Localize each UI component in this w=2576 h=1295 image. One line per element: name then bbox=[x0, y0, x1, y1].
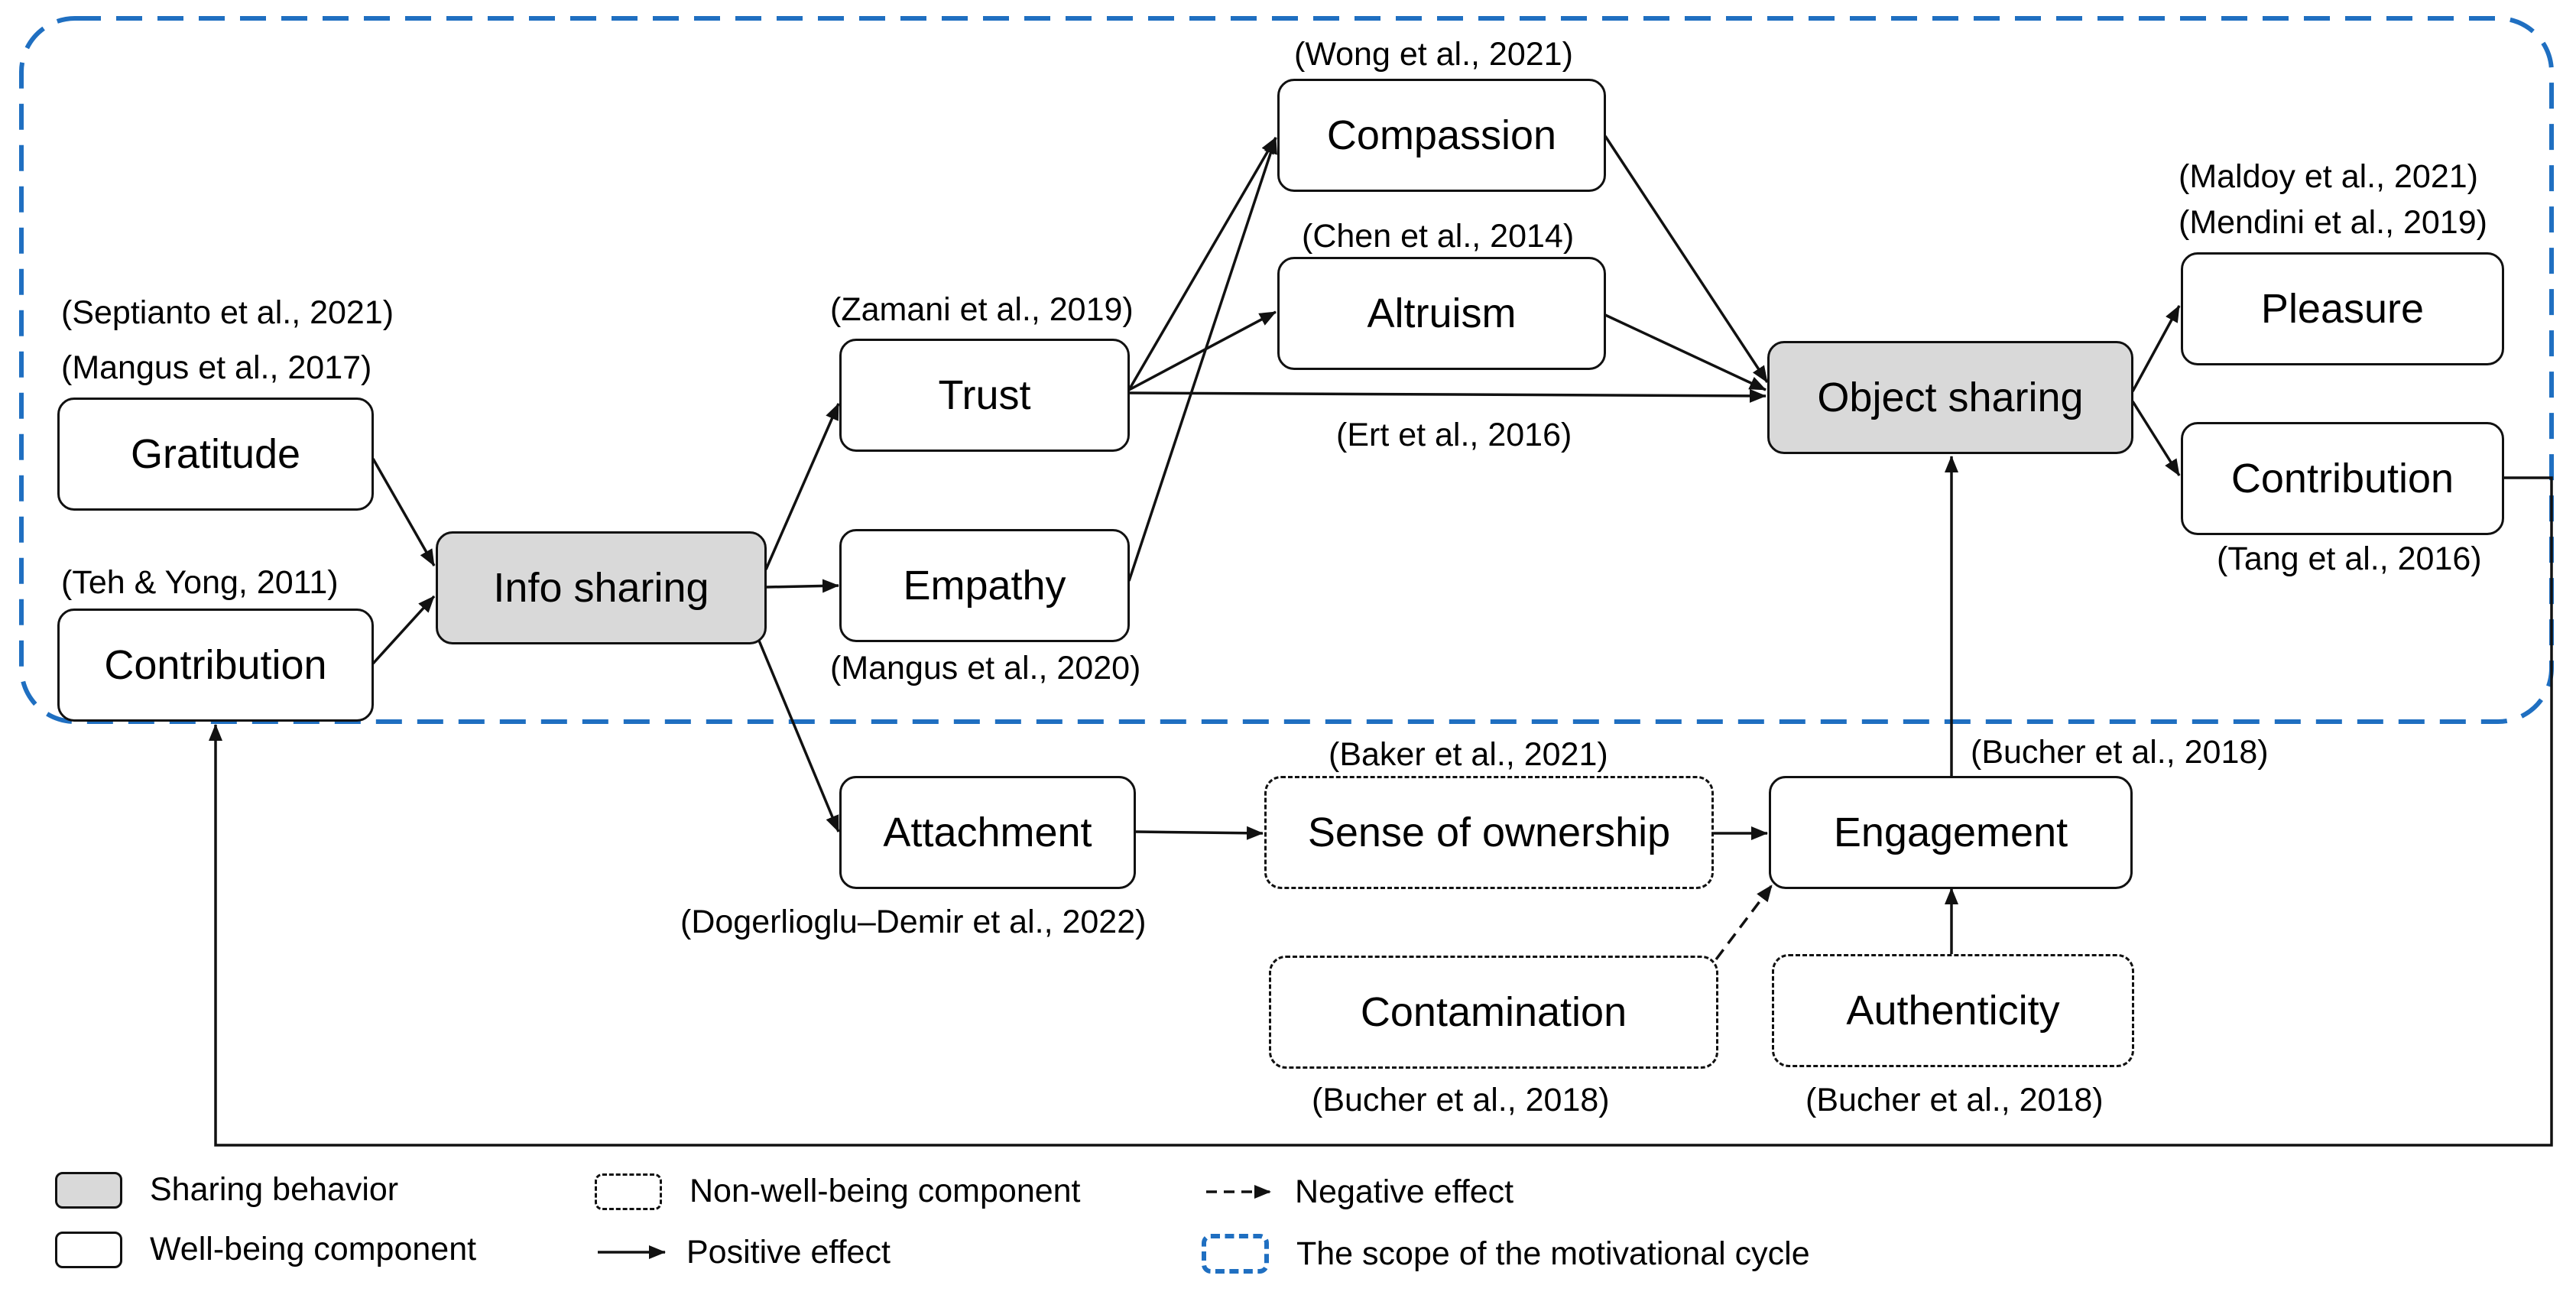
node-engagement: Engagement bbox=[1769, 776, 2133, 889]
citation-mendini: (Mendini et al., 2019) bbox=[2179, 204, 2487, 241]
legend-well-being-label: Well-being component bbox=[150, 1231, 477, 1267]
citation-mangus-2020: (Mangus et al., 2020) bbox=[830, 650, 1141, 686]
node-object-sharing: Object sharing bbox=[1767, 341, 2133, 454]
legend-sharing-behavior: Sharing behavior bbox=[55, 1171, 398, 1209]
citation-teh-yong: (Teh & Yong, 2011) bbox=[61, 564, 339, 601]
arrow-compassion-object bbox=[1604, 135, 1769, 383]
node-empathy: Empathy bbox=[839, 529, 1130, 642]
legend-scope: The scope of the motivational cycle bbox=[1202, 1234, 1810, 1274]
arrow-trust-altruism bbox=[1128, 310, 1277, 391]
node-gratitude: Gratitude bbox=[57, 398, 374, 511]
citation-tang: (Tang et al., 2016) bbox=[2217, 540, 2482, 577]
arrow-info-attachment bbox=[758, 640, 840, 832]
legend-non-well-being: Non-well-being component bbox=[595, 1173, 1081, 1210]
arrow-contamination-engagement bbox=[1715, 884, 1773, 961]
node-trust: Trust bbox=[839, 339, 1130, 452]
arrow-object-pleasure bbox=[2131, 305, 2181, 392]
arrow-trust-compassion bbox=[1127, 137, 1277, 391]
citation-wong: (Wong et al., 2021) bbox=[1294, 36, 1573, 73]
arrow-object-contribution bbox=[2131, 401, 2181, 476]
citation-bucher-engagement: (Bucher et al., 2018) bbox=[1971, 734, 2269, 771]
legend-dashed-box-icon bbox=[595, 1173, 662, 1210]
arrow-trust-object bbox=[1128, 388, 1767, 403]
legend-sharing-behavior-label: Sharing behavior bbox=[150, 1171, 399, 1208]
arrow-contribution-info bbox=[371, 595, 436, 665]
citation-bucher-contamination: (Bucher et al., 2018) bbox=[1312, 1082, 1610, 1118]
legend-positive-effect: Positive effect bbox=[686, 1234, 891, 1271]
legend-negative-effect: Negative effect bbox=[1295, 1173, 1513, 1211]
legend-positive-effect-label: Positive effect bbox=[686, 1234, 891, 1271]
node-info-sharing: Info sharing bbox=[436, 531, 767, 644]
legend-negative-effect-label: Negative effect bbox=[1295, 1173, 1514, 1210]
arrow-gratitude-info bbox=[371, 458, 436, 566]
legend-plain-box-icon bbox=[55, 1231, 122, 1268]
citation-zamani: (Zamani et al., 2019) bbox=[830, 291, 1134, 328]
citation-baker: (Baker et al., 2021) bbox=[1329, 736, 1608, 773]
legend-well-being: Well-being component bbox=[55, 1231, 476, 1268]
node-contamination: Contamination bbox=[1269, 956, 1718, 1069]
arrow-altruism-object bbox=[1604, 313, 1767, 391]
citation-mangus-2017: (Mangus et al., 2017) bbox=[61, 349, 372, 386]
citation-septianto: (Septianto et al., 2021) bbox=[61, 294, 394, 331]
citation-ert: (Ert et al., 2016) bbox=[1336, 417, 1572, 453]
node-altruism: Altruism bbox=[1277, 257, 1606, 370]
arrow-attachment-ownership bbox=[1135, 826, 1264, 840]
citation-maldoy: (Maldoy et al., 2021) bbox=[2179, 158, 2478, 195]
arrow-info-empathy bbox=[765, 579, 839, 593]
legend-scope-label: The scope of the motivational cycle bbox=[1296, 1235, 1810, 1272]
node-attachment: Attachment bbox=[839, 776, 1136, 889]
arrow-empathy-compassion bbox=[1127, 137, 1277, 582]
node-contribution-right: Contribution bbox=[2181, 422, 2504, 535]
citation-chen: (Chen et al., 2014) bbox=[1302, 218, 1575, 255]
node-pleasure: Pleasure bbox=[2181, 252, 2504, 365]
legend-scope-box-icon bbox=[1202, 1234, 1269, 1274]
node-authenticity: Authenticity bbox=[1772, 954, 2134, 1067]
feedback-loop-arrow bbox=[209, 476, 2553, 1147]
legend-non-well-being-label: Non-well-being component bbox=[689, 1173, 1081, 1209]
node-compassion: Compassion bbox=[1277, 79, 1606, 192]
arrow-info-trust bbox=[764, 403, 840, 570]
node-contribution-left: Contribution bbox=[57, 609, 374, 722]
citation-dogerlioglu: (Dogerlioglu–Demir et al., 2022) bbox=[680, 904, 1147, 940]
legend-shaded-box-icon bbox=[55, 1171, 122, 1209]
citation-bucher-authenticity: (Bucher et al., 2018) bbox=[1805, 1082, 2104, 1118]
node-sense-of-ownership: Sense of ownership bbox=[1264, 776, 1714, 889]
motivational-cycle-scope bbox=[19, 16, 2554, 724]
